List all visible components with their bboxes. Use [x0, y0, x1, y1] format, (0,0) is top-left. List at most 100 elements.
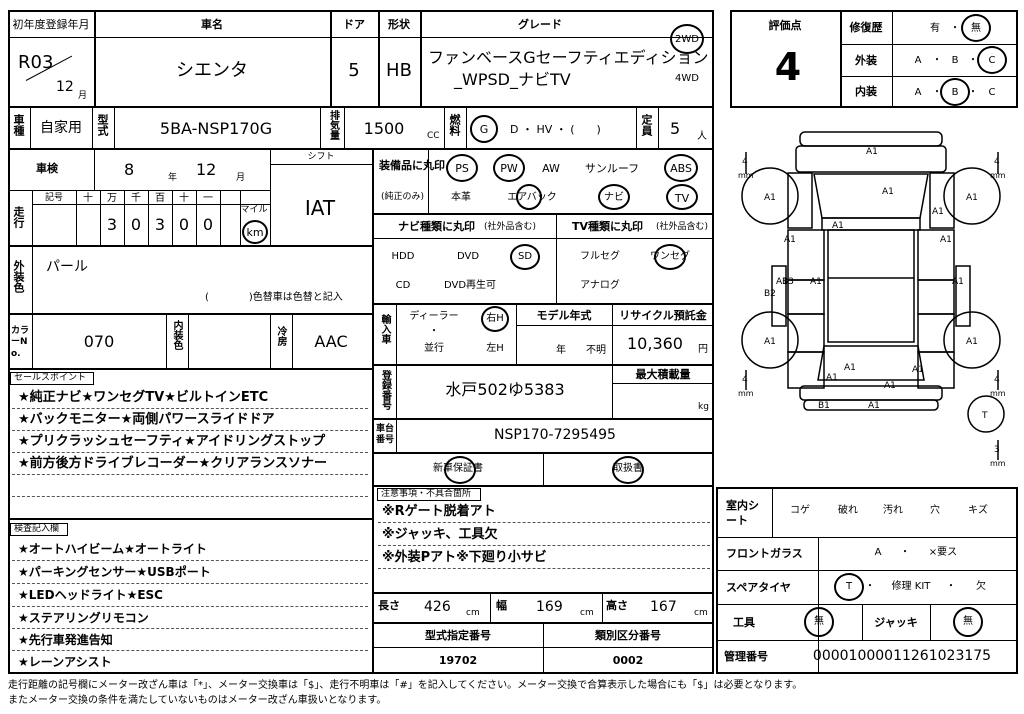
classification-number: 0002	[612, 654, 644, 667]
equip-navi: ナビ	[604, 192, 624, 203]
damage-mark: A1	[764, 193, 776, 203]
equip-airbag: エアバック	[507, 192, 557, 203]
body-shape: HB	[386, 60, 412, 81]
fuel-gasoline: G	[479, 123, 489, 136]
exterior-grade: C	[988, 55, 996, 66]
mileage-digit: 3	[106, 215, 118, 234]
import-dealer: ディーラー	[409, 311, 459, 322]
damage-mark: A1	[966, 337, 978, 347]
tread-depth: 4	[742, 375, 748, 385]
fuel-other: D ・ HV ・ ( )	[510, 123, 601, 136]
navi-sd: SD	[517, 251, 533, 262]
reg-year-label: 初年度登録年月	[12, 18, 90, 31]
seat-tear: 破れ	[838, 505, 858, 516]
seat-hole: 穴	[930, 505, 940, 516]
drive-4wd: 4WD	[675, 73, 699, 84]
height: 167	[650, 599, 677, 615]
tread-unit: mm	[990, 171, 1006, 180]
management-number: 00001000011261023175	[812, 648, 992, 664]
interior-grade: B	[951, 87, 959, 98]
tv-analog: アナログ	[580, 280, 620, 291]
tread-depth: 3	[994, 445, 1000, 455]
sales-line: ★プリクラッシュセーフティ★アイドリングストップ	[18, 434, 326, 449]
tv-fullseg: フルセグ	[580, 251, 620, 262]
damage-mark: A1	[882, 187, 894, 197]
notes-line: ※外装Pアト※下廻り小サビ	[382, 550, 547, 565]
equip-aw: AW	[542, 162, 560, 175]
damage-mark: A1	[884, 381, 896, 391]
mileage-km: km	[246, 226, 264, 239]
navi-dvd-play: DVD再生可	[443, 280, 497, 291]
equip-tv: TV	[674, 192, 690, 205]
damage-mark: B1	[818, 401, 830, 411]
tread-depth: 4	[994, 375, 1000, 385]
jack-value: 無	[963, 616, 973, 627]
grade-line1: ファンベースGセーフティエディション	[428, 48, 709, 67]
evaluation-score: 4	[774, 45, 802, 89]
model-year-unknown: 不明	[586, 345, 606, 356]
condition-table	[716, 487, 1018, 674]
color-number: 070	[83, 332, 115, 351]
check-line: ★ステアリングリモコン	[18, 611, 149, 625]
spare-repair-kit: 修理 KIT	[891, 581, 931, 592]
notes-label: 注意事項・不具合箇所	[381, 489, 472, 499]
damage-mark: B2	[764, 289, 776, 299]
car-type: 自家用	[40, 120, 82, 136]
tread-unit: mm	[738, 171, 754, 180]
damage-mark: A1	[832, 221, 844, 231]
shift-type: IAT	[304, 196, 336, 220]
tread-unit: mm	[990, 459, 1006, 468]
sales-label: セールスポイント	[14, 373, 87, 383]
repair-yes: 有	[930, 23, 940, 34]
glass-a: A	[874, 547, 882, 558]
footer-note-line1: 走行距離の記号欄にメーター改ざん車は「*」、メーター交換車は「$」、走行不明車は…	[8, 680, 803, 691]
model-code: 5BA-NSP170G	[159, 119, 273, 138]
inspection-year: 8	[124, 160, 135, 179]
equip-abs: ABS	[670, 162, 692, 175]
width: 169	[536, 599, 563, 615]
main-sheet	[8, 10, 714, 674]
mileage-digit: 3	[154, 215, 166, 234]
seat-scratch: キズ	[968, 505, 988, 516]
length: 426	[424, 599, 451, 615]
air-conditioner: AAC	[314, 332, 348, 351]
notes-line: ※ジャッキ、工具欠	[382, 527, 498, 542]
seat-stain: 汚れ	[883, 505, 903, 516]
glass-needs-replace: ×要ス	[928, 547, 958, 558]
damage-mark: A1	[810, 277, 822, 287]
damage-mark: A1	[784, 235, 796, 245]
damage-mark: T	[981, 411, 988, 421]
import-left-hand: 左H	[486, 343, 504, 354]
tread-unit: mm	[990, 389, 1006, 398]
color-change-note: ( )色替車は色替と記入	[205, 292, 343, 303]
damage-mark: B3	[782, 277, 794, 287]
recycle-deposit: 10,360	[627, 334, 683, 353]
sales-line: ★前方後方ドライブレコーダー★クリアランスソナー	[18, 456, 328, 471]
spare-none: 欠	[976, 581, 986, 592]
car-name: シエンタ	[176, 60, 248, 81]
owner-manual: 取扱書	[613, 463, 643, 474]
check-line: ★LEDヘッドライト★ESC	[18, 588, 163, 602]
damage-mark: A1	[776, 277, 788, 287]
sales-line: ★バックモニター★両側パワースライドドア	[18, 412, 275, 427]
door-count: 5	[348, 60, 360, 81]
damage-mark: A1	[912, 365, 924, 375]
reg-month: 12	[56, 79, 74, 95]
equip-leather: 本革	[451, 192, 471, 203]
sales-line: ★純正ナビ★ワンセグTV★ビルトインETC	[18, 390, 269, 405]
equip-pw: PW	[500, 162, 518, 175]
mileage-digit: 0	[130, 215, 142, 234]
equip-ps: PS	[455, 162, 469, 175]
displacement: 1500	[363, 119, 405, 138]
tools-value: 無	[814, 616, 824, 627]
exterior-color: パール	[46, 259, 88, 275]
navi-hdd: HDD	[391, 251, 415, 262]
damage-mark: A1	[932, 207, 944, 217]
grade-line2: _WPSD_ナビTV	[454, 70, 571, 89]
seat-burn: コゲ	[790, 505, 810, 516]
damage-mark: A1	[868, 401, 880, 411]
registration-number: 水戸502ゆ5383	[445, 380, 565, 399]
navi-cd: CD	[395, 280, 411, 291]
new-car-warranty: 新車保証書	[433, 463, 483, 474]
